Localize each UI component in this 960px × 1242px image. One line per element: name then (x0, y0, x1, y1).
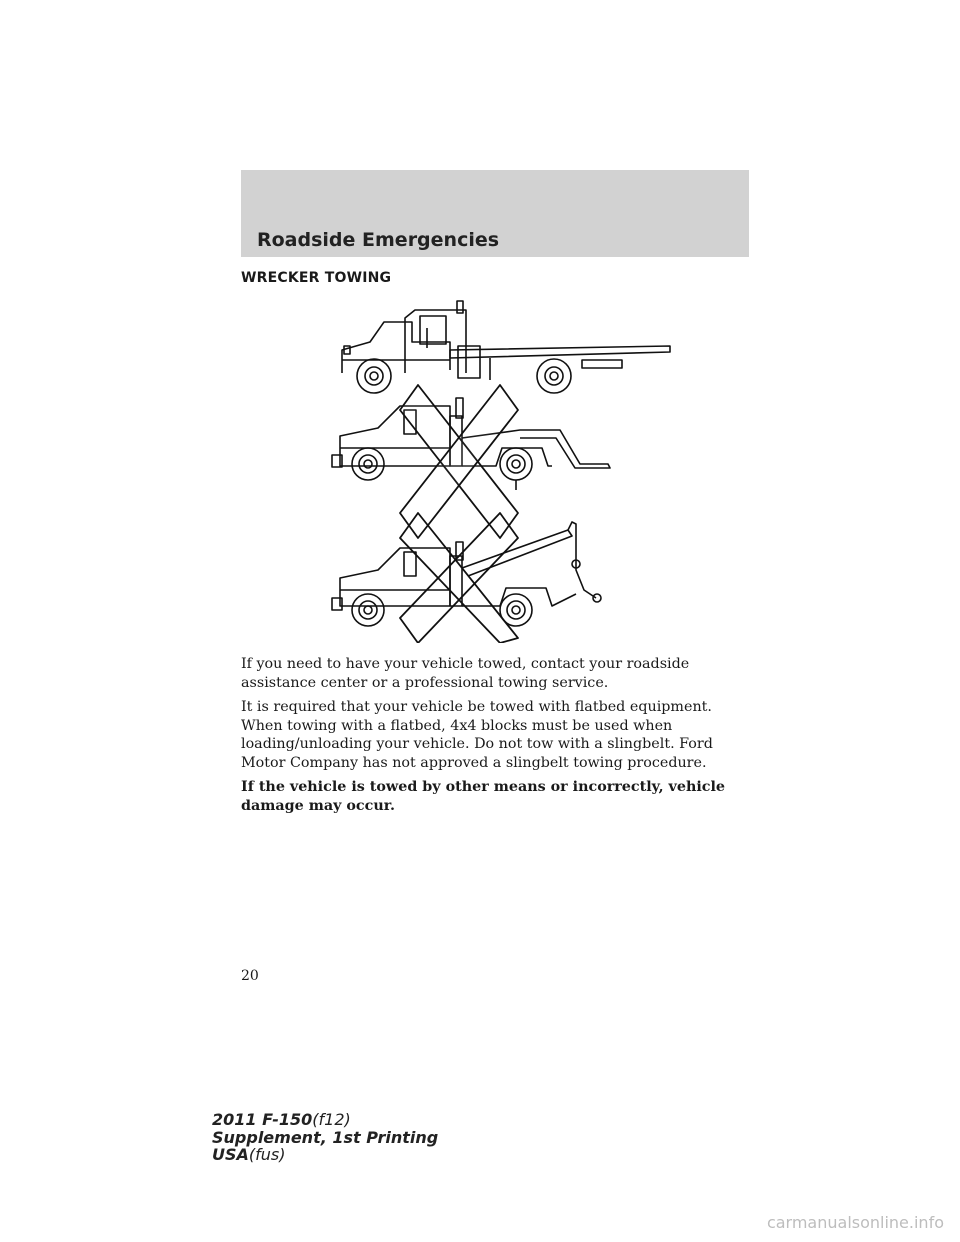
body-text: If you need to have your vehicle towed, … (241, 655, 751, 821)
document-footer: 2011 F-150(f12) Supplement, 1st Printing… (212, 1111, 438, 1164)
footer-model: 2011 F-150 (212, 1110, 313, 1129)
prohibited-x-icon (399, 384, 519, 539)
hook-wrecker-truck-icon (331, 521, 602, 627)
paragraph-contact-service: If you need to have your vehicle towed, … (241, 656, 690, 691)
footer-model-code: (f12) (312, 1110, 351, 1129)
towing-illustration (331, 300, 671, 643)
prohibited-x-icon (399, 512, 519, 643)
footer-market-code: (fus) (248, 1145, 286, 1164)
paragraph-damage-warning: If the vehicle is towed by other means o… (241, 779, 725, 814)
footer-market-line: USA(fus) (212, 1146, 438, 1164)
footer-printing: Supplement, 1st Printing (212, 1127, 439, 1147)
flatbed-truck-icon (341, 300, 671, 394)
section-header-title: Roadside Emergencies (257, 229, 500, 251)
footer-market: USA (212, 1145, 249, 1164)
page-number: 20 (241, 968, 259, 984)
wheel-lift-truck-icon (331, 397, 611, 490)
footer-model-line: 2011 F-150(f12) (212, 1111, 438, 1129)
section-heading: WRECKER TOWING (241, 270, 392, 286)
watermark: carmanualsonline.info (766, 1213, 944, 1232)
paragraph-flatbed-requirement: It is required that your vehicle be towe… (241, 699, 713, 771)
section-header-band: Roadside Emergencies (241, 170, 749, 257)
